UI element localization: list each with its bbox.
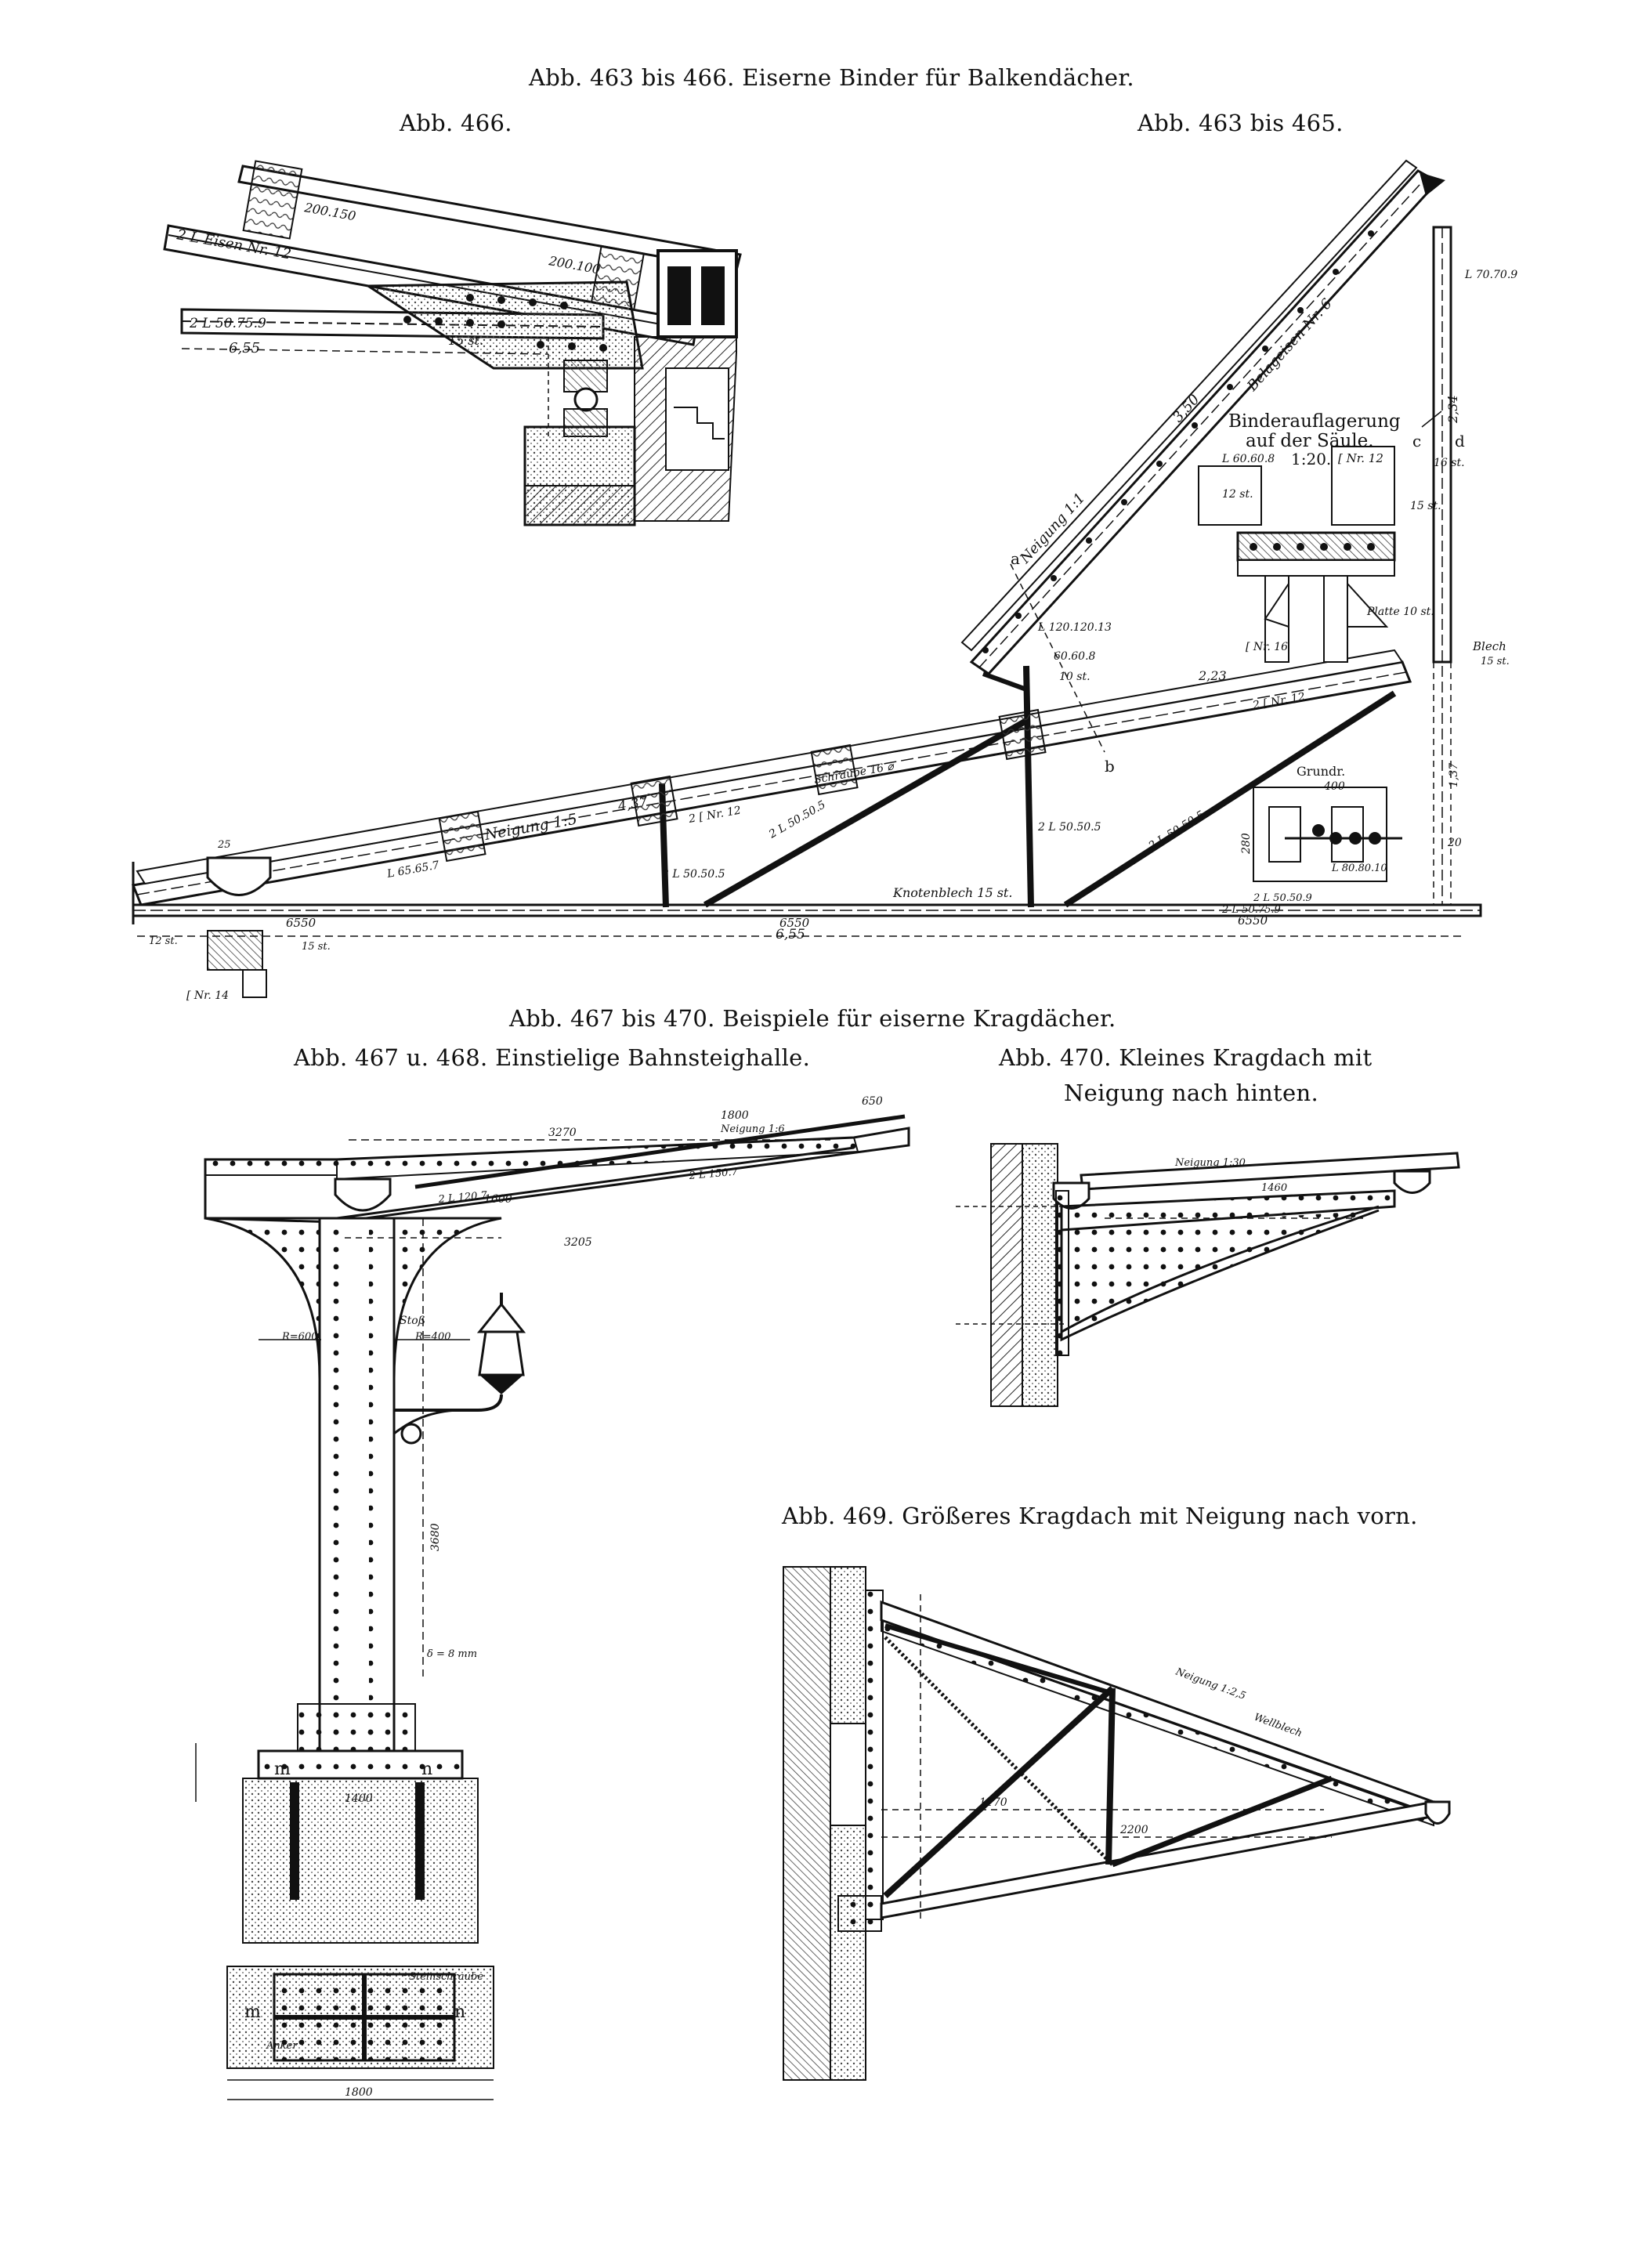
label-wellblech: Wellblech xyxy=(1253,1712,1304,1740)
label-6-55-main: 6,55 xyxy=(776,927,805,942)
label-nr14: [ Nr. 14 xyxy=(186,989,229,1002)
label-6550-c: 6550 xyxy=(1238,913,1268,928)
label-binder-1: Binderauflagerung xyxy=(1228,411,1401,432)
drawing-abb470: Neigung 1:30 1460 xyxy=(956,1143,1460,1407)
label-16st: 16 st. xyxy=(1434,457,1465,469)
label-delta: δ = 8 mm xyxy=(427,1648,477,1660)
label-nr16: [ Nr. 16 xyxy=(1246,641,1288,653)
point-n-1: n xyxy=(421,1760,432,1779)
drawing-abb469: Neigung 1:2,5 1170 2200 Wellblech xyxy=(783,1566,1451,2081)
label-l150-7: 2 L 150.7 xyxy=(688,1167,739,1183)
label-l120-7: 2 L 120.7 xyxy=(437,1190,488,1206)
label-nr12: [ Nr. 12 xyxy=(1338,451,1383,465)
label-grundriss: Grundr. xyxy=(1297,764,1345,779)
label-r600: R=600 xyxy=(281,1331,318,1343)
label-3205: 3205 xyxy=(564,1236,592,1249)
label-2200: 2200 xyxy=(1119,1824,1148,1836)
label-l65: L 65.65.7 xyxy=(385,859,440,881)
label-neigung-1-30: Neigung 1:30 xyxy=(1174,1157,1246,1169)
point-a: a xyxy=(1011,549,1020,568)
label-blech-15: 15 st. xyxy=(1481,656,1510,667)
figure-caption-abb469: Abb. 469. Größeres Kragdach mit Neigung … xyxy=(782,1503,1418,1529)
label-l759: 2 L 50.75.9 xyxy=(1221,904,1281,916)
drawing-abb463: Neigung 1:1 Belageisen Nr. 6 3,50 L 70.7… xyxy=(131,159,1517,1002)
figure-caption-abb470-line2: Neigung nach hinten. xyxy=(1064,1080,1318,1106)
label-6550-a: 6550 xyxy=(286,916,316,930)
label-1800-base: 1800 xyxy=(345,2086,373,2099)
label-l505-d: 2 L 50.50.5 xyxy=(1146,808,1207,853)
label-knotenblech: Knotenblech 15 st. xyxy=(892,885,1012,900)
label-15st: 15 st. xyxy=(448,333,483,348)
label-12st: 12 st. xyxy=(1222,488,1253,501)
label-l505-c: 2 L 50.50.5 xyxy=(1037,821,1101,834)
label-1800: 1800 xyxy=(721,1109,749,1122)
figure-caption-abb470-line1: Abb. 470. Kleines Kragdach mit xyxy=(999,1044,1373,1071)
label-280: 280 xyxy=(1240,833,1253,855)
label-binder-3: 1:20. xyxy=(1291,450,1331,468)
label-3680: 3680 xyxy=(429,1523,442,1551)
label-650: 650 xyxy=(862,1095,883,1108)
point-d: d xyxy=(1455,432,1465,450)
label-10st: 10 st. xyxy=(1059,671,1090,683)
label-1170: 1170 xyxy=(979,1796,1007,1809)
point-n-2: n xyxy=(454,2002,465,2022)
label-platte: Platte 10 st. xyxy=(1366,606,1434,618)
label-1400: 1400 xyxy=(345,1792,373,1805)
label-l60: L 60.60.8 xyxy=(1221,453,1275,465)
label-6550-b: 6550 xyxy=(779,916,810,930)
drawing-abb466: 2 L Eisen Nr. 12 2 L 50.75.9 200.150 200… xyxy=(163,160,742,526)
label-l60b: 60.60.8 xyxy=(1054,650,1096,663)
drawing-abb467: 1600 3270 1800 650 Neigung 1:6 2 L 120.7… xyxy=(195,1095,910,2100)
label-15st-c: 15 st. xyxy=(302,941,331,953)
label-25: 25 xyxy=(217,839,231,851)
point-b: b xyxy=(1105,757,1115,776)
label-l70: L 70.70.9 xyxy=(1464,269,1517,281)
figure-caption-kragdaecher: Abb. 467 bis 470. Beispiele für eiserne … xyxy=(509,1005,1116,1032)
label-binder-2: auf der Säule. xyxy=(1246,431,1374,451)
label-l509: 2 L 50.50.9 xyxy=(1253,892,1312,904)
label-15st-b: 15 st. xyxy=(1410,500,1441,512)
label-l50-75: 2 L 50.75.9 xyxy=(189,316,266,331)
label-neigung-1-6: Neigung 1:6 xyxy=(720,1123,785,1135)
label-anker: Anker xyxy=(266,2040,298,2052)
label-l120: L 120.120.13 xyxy=(1037,621,1112,634)
point-c: c xyxy=(1412,432,1421,450)
label-6-55: 6,55 xyxy=(229,340,260,356)
label-neigung-1-2-5: Neigung 1:2,5 xyxy=(1174,1666,1247,1702)
label-400: 400 xyxy=(1323,780,1345,793)
label-steinschraube: Steinschraube xyxy=(409,1971,483,1983)
point-m-1: m xyxy=(274,1760,291,1779)
label-blech: Blech xyxy=(1472,639,1506,653)
label-2-23: 2,23 xyxy=(1198,668,1227,683)
label-1600: 1600 xyxy=(484,1193,512,1206)
point-m-2: m xyxy=(244,2002,261,2022)
label-12st-b: 12 st. xyxy=(149,935,178,947)
figure-caption-abb466: Abb. 466. xyxy=(400,110,512,136)
figure-caption-abb463: Abb. 463 bis 465. xyxy=(1137,110,1344,136)
label-20: 20 xyxy=(1447,837,1462,849)
label-200-100: 200.100 xyxy=(547,253,601,277)
label-1460: 1460 xyxy=(1261,1182,1287,1194)
label-stoss: Stoß xyxy=(400,1315,425,1327)
label-l505-b: 2 L 50.50.5 xyxy=(766,798,828,841)
label-l505-a: 2 L 50.50.5 xyxy=(661,868,725,881)
label-200-150: 200.150 xyxy=(302,200,356,223)
label-r400: R=400 xyxy=(414,1331,451,1343)
label-2-34: 2,34 xyxy=(1445,395,1460,424)
label-3270: 3270 xyxy=(548,1127,577,1139)
figure-caption-abb467: Abb. 467 u. 468. Einstielige Bahnsteigha… xyxy=(294,1044,811,1071)
figure-caption-main: Abb. 463 bis 466. Eiserne Binder für Bal… xyxy=(529,64,1134,91)
label-1-37: 1,37 xyxy=(1448,763,1460,787)
label-l80: L 80.80.10 xyxy=(1331,863,1387,874)
